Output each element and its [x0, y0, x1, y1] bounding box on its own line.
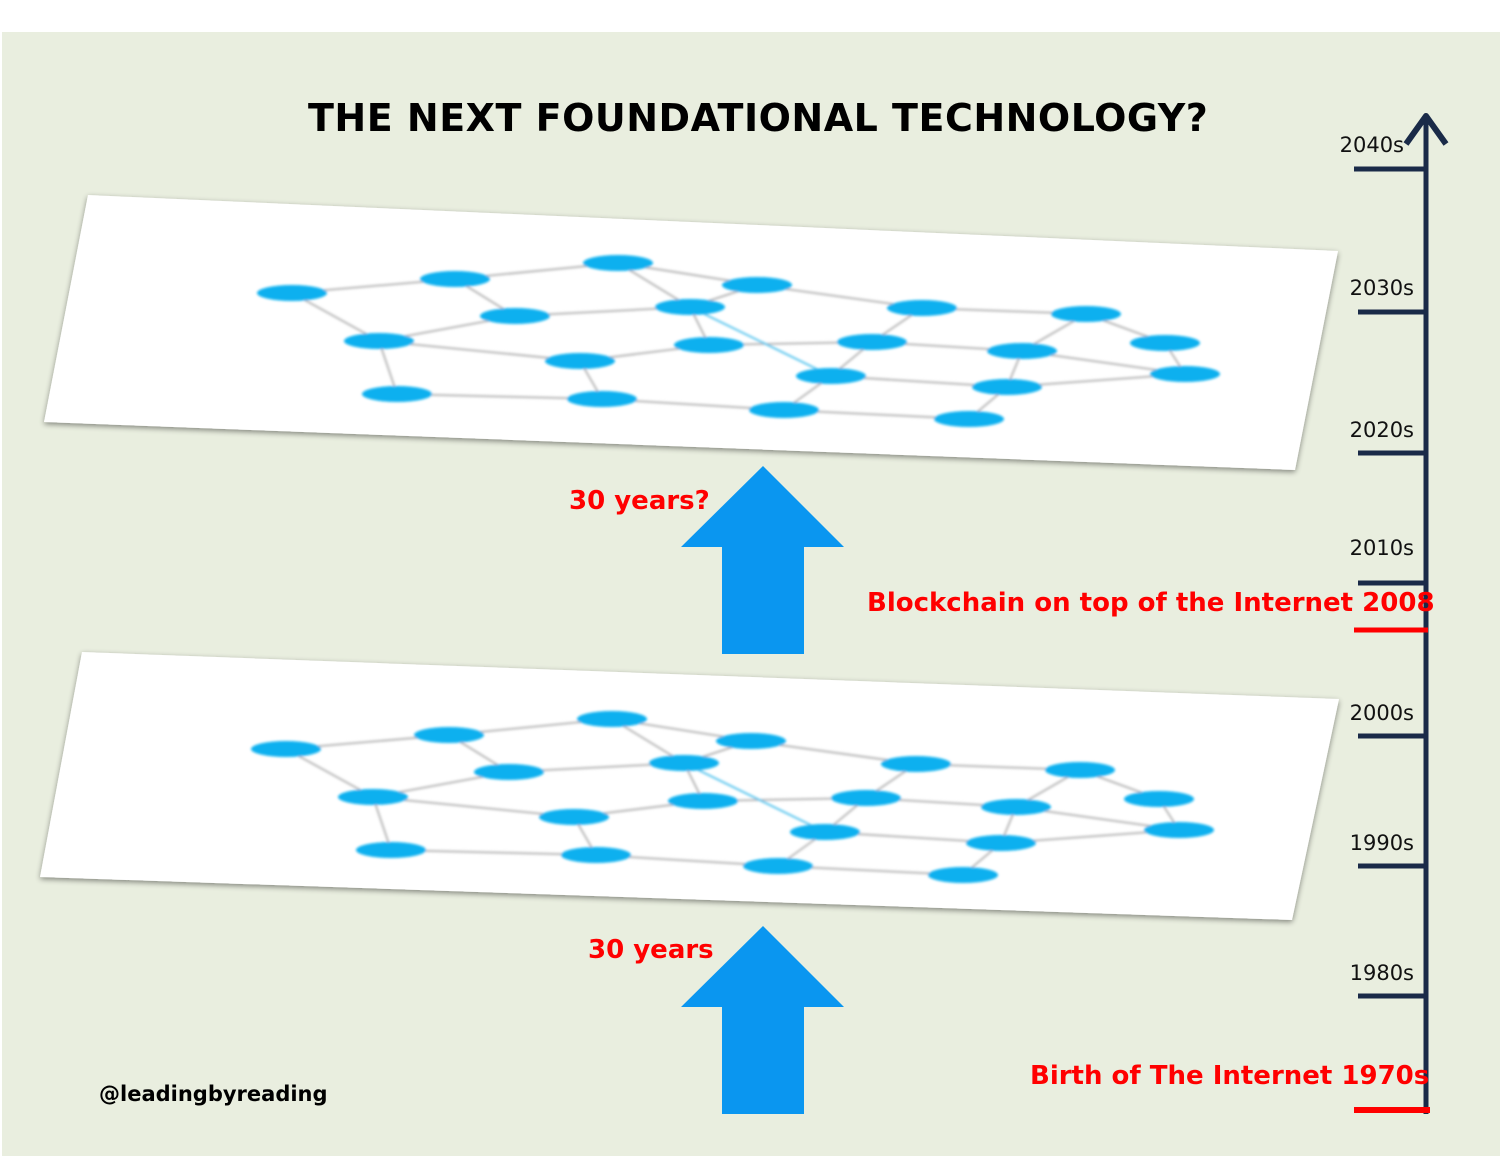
network-node	[674, 337, 744, 353]
network-node	[972, 379, 1042, 395]
event-internet-birth: Birth of The Internet 1970s	[1030, 1061, 1429, 1091]
plane-surface	[40, 652, 1339, 920]
network-node	[887, 300, 957, 316]
arrow-label-upper: 30 years?	[569, 486, 710, 516]
network-node	[796, 368, 866, 384]
network-node	[545, 353, 615, 369]
network-node	[649, 755, 719, 771]
event-year: 1970s	[1341, 1061, 1430, 1091]
event-label: Birth of The Internet	[1030, 1061, 1333, 1091]
watermark-handle: @leadingbyreading	[99, 1082, 328, 1106]
network-node	[716, 733, 786, 749]
tick-label-2030s: 2030s	[1349, 276, 1414, 300]
up-arrow-upper	[681, 466, 844, 654]
network-node	[583, 255, 653, 271]
network-node	[561, 847, 631, 863]
diagram-canvas: THE NEXT FOUNDATIONAL TECHNOLOGY? 2040s …	[2, 32, 1500, 1156]
arrow-label-lower: 30 years	[588, 935, 714, 965]
up-arrow-lower	[681, 926, 844, 1114]
tick-label-2010s: 2010s	[1349, 536, 1414, 560]
event-label: Blockchain on top of the Internet	[867, 588, 1354, 618]
event-blockchain: Blockchain on top of the Internet 2008	[867, 588, 1435, 618]
network-node	[934, 411, 1004, 427]
network-node	[655, 299, 725, 315]
network-node	[790, 824, 860, 840]
network-edge	[372, 796, 575, 818]
tick-label-1980s: 1980s	[1349, 961, 1414, 985]
network-node	[1130, 335, 1200, 351]
network-node	[474, 764, 544, 780]
network-node	[668, 793, 738, 809]
network-graph	[251, 711, 1214, 883]
network-node	[539, 809, 609, 825]
network-node	[722, 277, 792, 293]
network-node	[987, 343, 1057, 359]
network-edge	[372, 796, 392, 851]
network-node	[981, 799, 1051, 815]
tick-label-2020s: 2020s	[1349, 418, 1414, 442]
network-node	[1124, 791, 1194, 807]
network-node	[1045, 762, 1115, 778]
network-node	[356, 842, 426, 858]
network-node	[420, 271, 490, 287]
event-year: 2008	[1362, 588, 1435, 618]
network-node	[338, 789, 408, 805]
network-edge	[683, 762, 826, 833]
network-edge	[291, 292, 380, 342]
tick-label-2040s: 2040s	[1339, 133, 1404, 157]
network-edge	[689, 306, 832, 377]
network-node	[743, 858, 813, 874]
network-node	[567, 391, 637, 407]
network-graph	[257, 255, 1220, 427]
network-node	[831, 790, 901, 806]
network-node	[1144, 822, 1214, 838]
tick-label-1990s: 1990s	[1349, 831, 1414, 855]
network-layer-blockchain	[44, 195, 1338, 470]
network-node	[837, 334, 907, 350]
timeline-axis	[1354, 113, 1449, 1114]
network-layer-internet	[40, 652, 1339, 920]
network-node	[1150, 366, 1220, 382]
network-node	[362, 386, 432, 402]
axis-arrowhead	[1403, 113, 1449, 146]
network-edge	[285, 748, 374, 798]
network-edge	[378, 340, 581, 362]
plane-surface	[44, 195, 1338, 470]
network-node	[928, 867, 998, 883]
network-node	[1051, 306, 1121, 322]
tick-label-2000s: 2000s	[1349, 701, 1414, 725]
network-node	[414, 727, 484, 743]
network-edge	[378, 340, 398, 395]
network-node	[344, 333, 414, 349]
network-diagram	[40, 113, 1449, 1114]
network-node	[251, 741, 321, 757]
network-node	[749, 402, 819, 418]
network-node	[966, 835, 1036, 851]
page-title: THE NEXT FOUNDATIONAL TECHNOLOGY?	[308, 96, 1209, 140]
network-node	[257, 285, 327, 301]
network-node	[480, 308, 550, 324]
network-node	[577, 711, 647, 727]
network-node	[881, 756, 951, 772]
